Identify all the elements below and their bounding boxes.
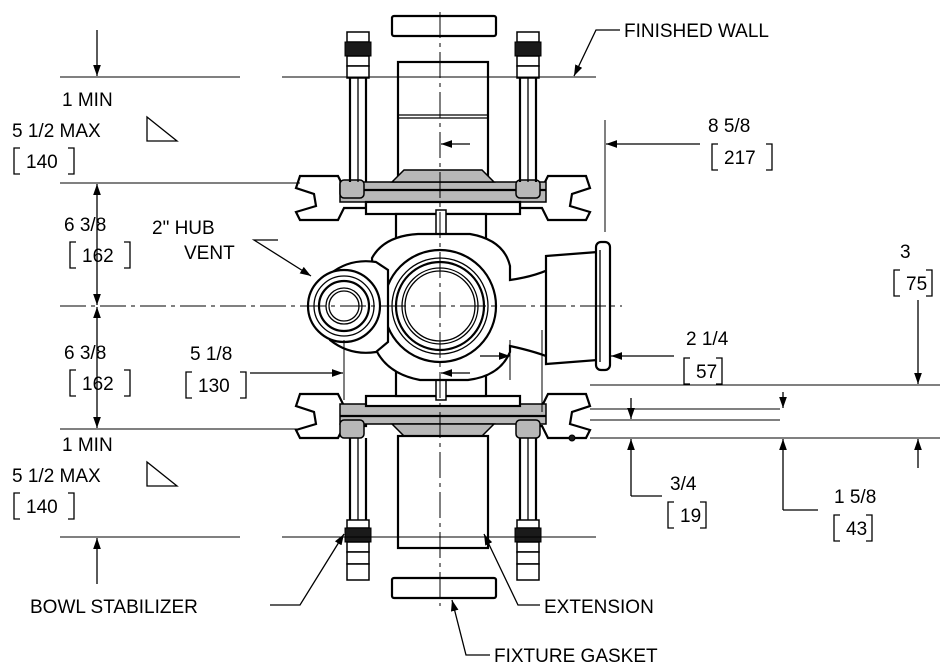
right-rise-imperial: 3 — [900, 242, 911, 263]
bowl-stabilizer-label: BOWL STABILIZER — [30, 597, 198, 618]
metric-brackets — [13, 143, 933, 542]
extension-label: EXTENSION — [544, 597, 654, 618]
fitting-body — [294, 14, 612, 600]
upper-rise-imperial: 6 3/8 — [64, 215, 106, 236]
right-rise-metric: 75 — [906, 274, 927, 295]
flange-thickness-imperial: 3/4 — [670, 474, 697, 495]
bottom-gasket-icon — [390, 576, 498, 600]
hub-vent-label-line2: VENT — [184, 243, 235, 264]
top-gap-metric: 140 — [26, 152, 58, 173]
outlet-offset-imperial: 2 1/4 — [686, 329, 729, 350]
top-gap-min: 1 MIN — [62, 90, 113, 111]
width-imperial: 8 5/8 — [708, 116, 750, 137]
lower-rise-imperial: 6 3/8 — [64, 343, 106, 364]
vent-offset-metric: 130 — [198, 376, 230, 397]
flange-floor-metric: 43 — [846, 519, 867, 540]
right-stud — [514, 31, 542, 581]
vent-offset-imperial: 5 1/8 — [190, 344, 232, 365]
fixture-gasket-label: FIXTURE GASKET — [494, 646, 658, 667]
finished-wall-label: FINISHED WALL — [624, 21, 769, 42]
flange-floor-imperial: 1 5/8 — [834, 487, 876, 508]
hub-vent-label-line1: 2" HUB — [152, 218, 215, 239]
bottom-gap-min: 1 MIN — [62, 435, 113, 456]
dimension-lines — [60, 29, 940, 656]
bottom-extension-pipe — [396, 434, 490, 550]
top-extension-pipe — [396, 60, 490, 182]
upper-rise-metric: 162 — [82, 246, 114, 267]
outlet-offset-metric: 57 — [696, 362, 717, 383]
top-gap-max: 5 1/2 MAX — [12, 121, 101, 142]
bottom-gap-max: 5 1/2 MAX — [12, 466, 101, 487]
flange-thickness-metric: 19 — [680, 506, 701, 527]
top-gasket-icon — [390, 14, 498, 38]
bottom-gap-metric: 140 — [26, 497, 58, 518]
lower-rise-metric: 162 — [82, 374, 114, 395]
width-metric: 217 — [724, 148, 756, 169]
left-stud — [344, 31, 372, 581]
